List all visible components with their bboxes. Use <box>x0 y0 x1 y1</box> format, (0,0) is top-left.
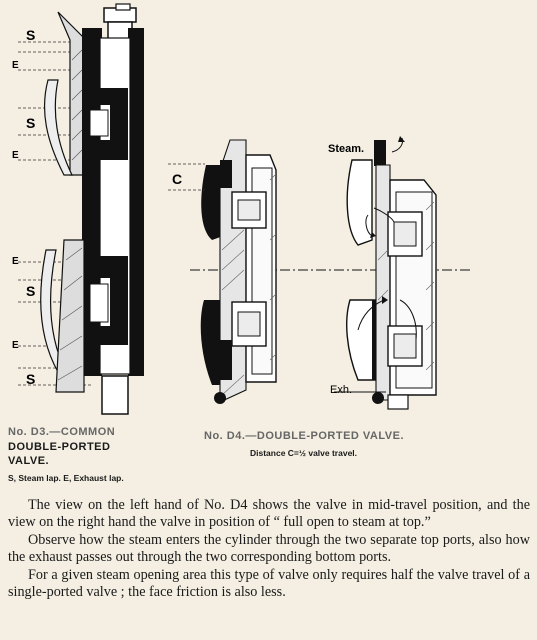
figure-d3-caption-title2: VALVE. <box>8 455 50 467</box>
figure-d3-diagram: S E S E E S E S <box>12 3 144 415</box>
figure-d4-left-view: C <box>168 139 277 404</box>
figure-d3-note: S, Steam lap. E, Exhaust lap. <box>8 473 124 483</box>
figure-d4-note: Distance C=½ valve travel. <box>250 448 358 458</box>
label-e-2: E <box>12 150 19 161</box>
label-s-4: S <box>26 371 35 387</box>
label-exh: Exh. <box>330 384 352 396</box>
paragraph-2: Observe how the steam enters the cylinde… <box>8 532 530 565</box>
figure-d3-caption-title: DOUBLE-PORTED <box>8 441 111 453</box>
label-s-3: S <box>26 283 35 299</box>
label-e-1: E <box>12 60 19 71</box>
paragraph-1: The view on the left hand of No. D4 show… <box>8 497 530 530</box>
body-text: The view on the left hand of No. D4 show… <box>8 497 530 602</box>
label-c: C <box>172 171 182 187</box>
figure-d4-right-view: Steam. Exh. <box>328 136 437 410</box>
label-s-2: S <box>26 115 35 131</box>
figure-d4-caption-title: DOUBLE-PORTED VALVE. <box>256 430 405 442</box>
paragraph-3: For a given steam opening area this type… <box>8 567 530 600</box>
label-steam: Steam. <box>328 143 364 155</box>
figure-d3-caption-number: No. D3.—COMMON <box>8 426 116 438</box>
label-e-4: E <box>12 340 19 351</box>
valve-diagrams: S E S E E S E S <box>12 3 472 415</box>
figure-d4-caption-number: No. D4.— <box>204 430 257 442</box>
figure-d4-caption: No. D4.—DOUBLE-PORTED VALVE. <box>204 430 404 442</box>
label-s-top: S <box>26 27 35 43</box>
label-e-3: E <box>12 256 19 267</box>
